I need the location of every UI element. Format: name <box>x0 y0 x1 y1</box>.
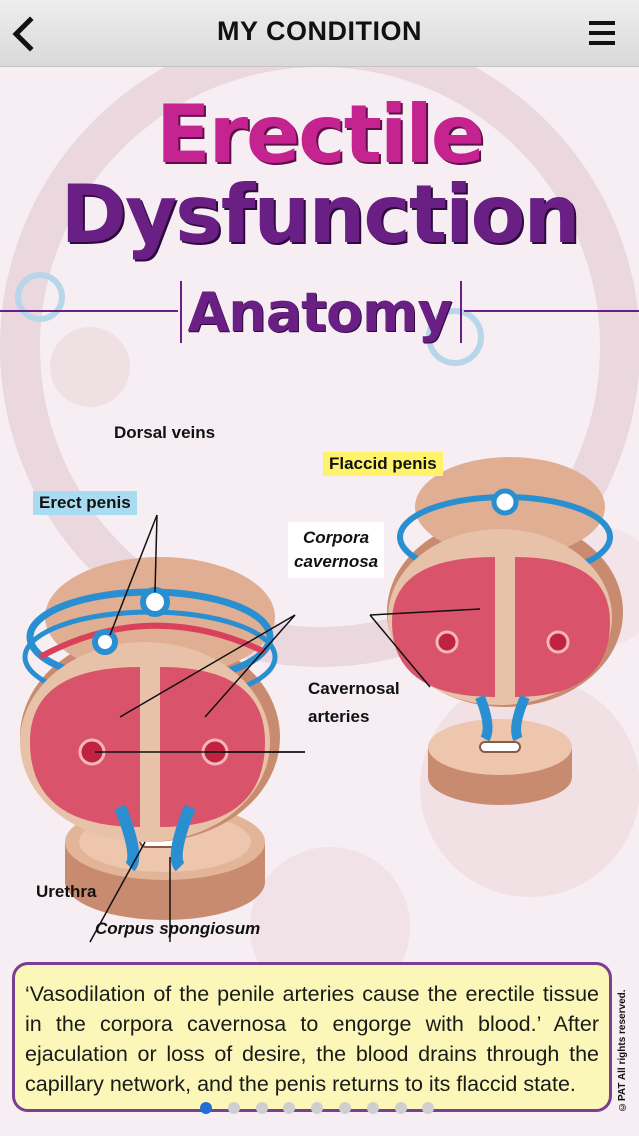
page-dot[interactable] <box>422 1102 435 1114</box>
label-erect-penis: Erect penis <box>33 491 137 515</box>
label-urethra: Urethra <box>36 882 97 901</box>
page-dot[interactable] <box>339 1102 351 1114</box>
navigation-bar: MY CONDITION <box>0 0 639 67</box>
page-dot[interactable] <box>311 1102 324 1114</box>
page-dot[interactable] <box>366 1102 379 1114</box>
page-dot[interactable] <box>283 1102 296 1114</box>
nav-title: MY CONDITION <box>216 16 422 46</box>
label-cavernosal-arteries: Cavernosal arteries <box>308 679 400 726</box>
chevron-left-icon[interactable] <box>6 14 40 54</box>
title-line-2: Dysfunction <box>60 168 581 261</box>
page-dot[interactable] <box>255 1102 268 1114</box>
flaccid-cylinder-shape <box>387 457 623 805</box>
page-dot[interactable] <box>227 1102 240 1114</box>
subtitle-row: Anatomy <box>0 277 639 347</box>
label-flaccid-penis: Flaccid penis <box>323 452 443 476</box>
penis-cross-section-illustration <box>20 457 623 943</box>
subtitle-divider-lines <box>0 281 639 343</box>
erect-cylinder-shape <box>20 557 280 872</box>
label-corpora-cavernosa: Corpora cavernosa <box>288 522 385 578</box>
caption-box: ‘Vasodilation of the penile arteries cau… <box>12 962 612 1112</box>
erect-corpus-spongiosum-shape <box>65 804 265 920</box>
title-line-1: Erectile <box>155 88 485 181</box>
subtitle: Anatomy <box>187 281 452 344</box>
label-dorsal-veins: Dorsal veins <box>114 423 216 442</box>
page-dot[interactable] <box>394 1102 407 1114</box>
leader-lines <box>89 514 481 943</box>
hamburger-menu-icon[interactable] <box>589 20 615 46</box>
page-dot[interactable] <box>200 1102 212 1114</box>
poster-content: Erectile Dysfunction Anatomy <box>0 67 639 1136</box>
copyright-notice: ©PAT All rights reserved. <box>617 989 628 1112</box>
label-corpus-spongiosum: Corpus spongiosum <box>95 919 261 938</box>
